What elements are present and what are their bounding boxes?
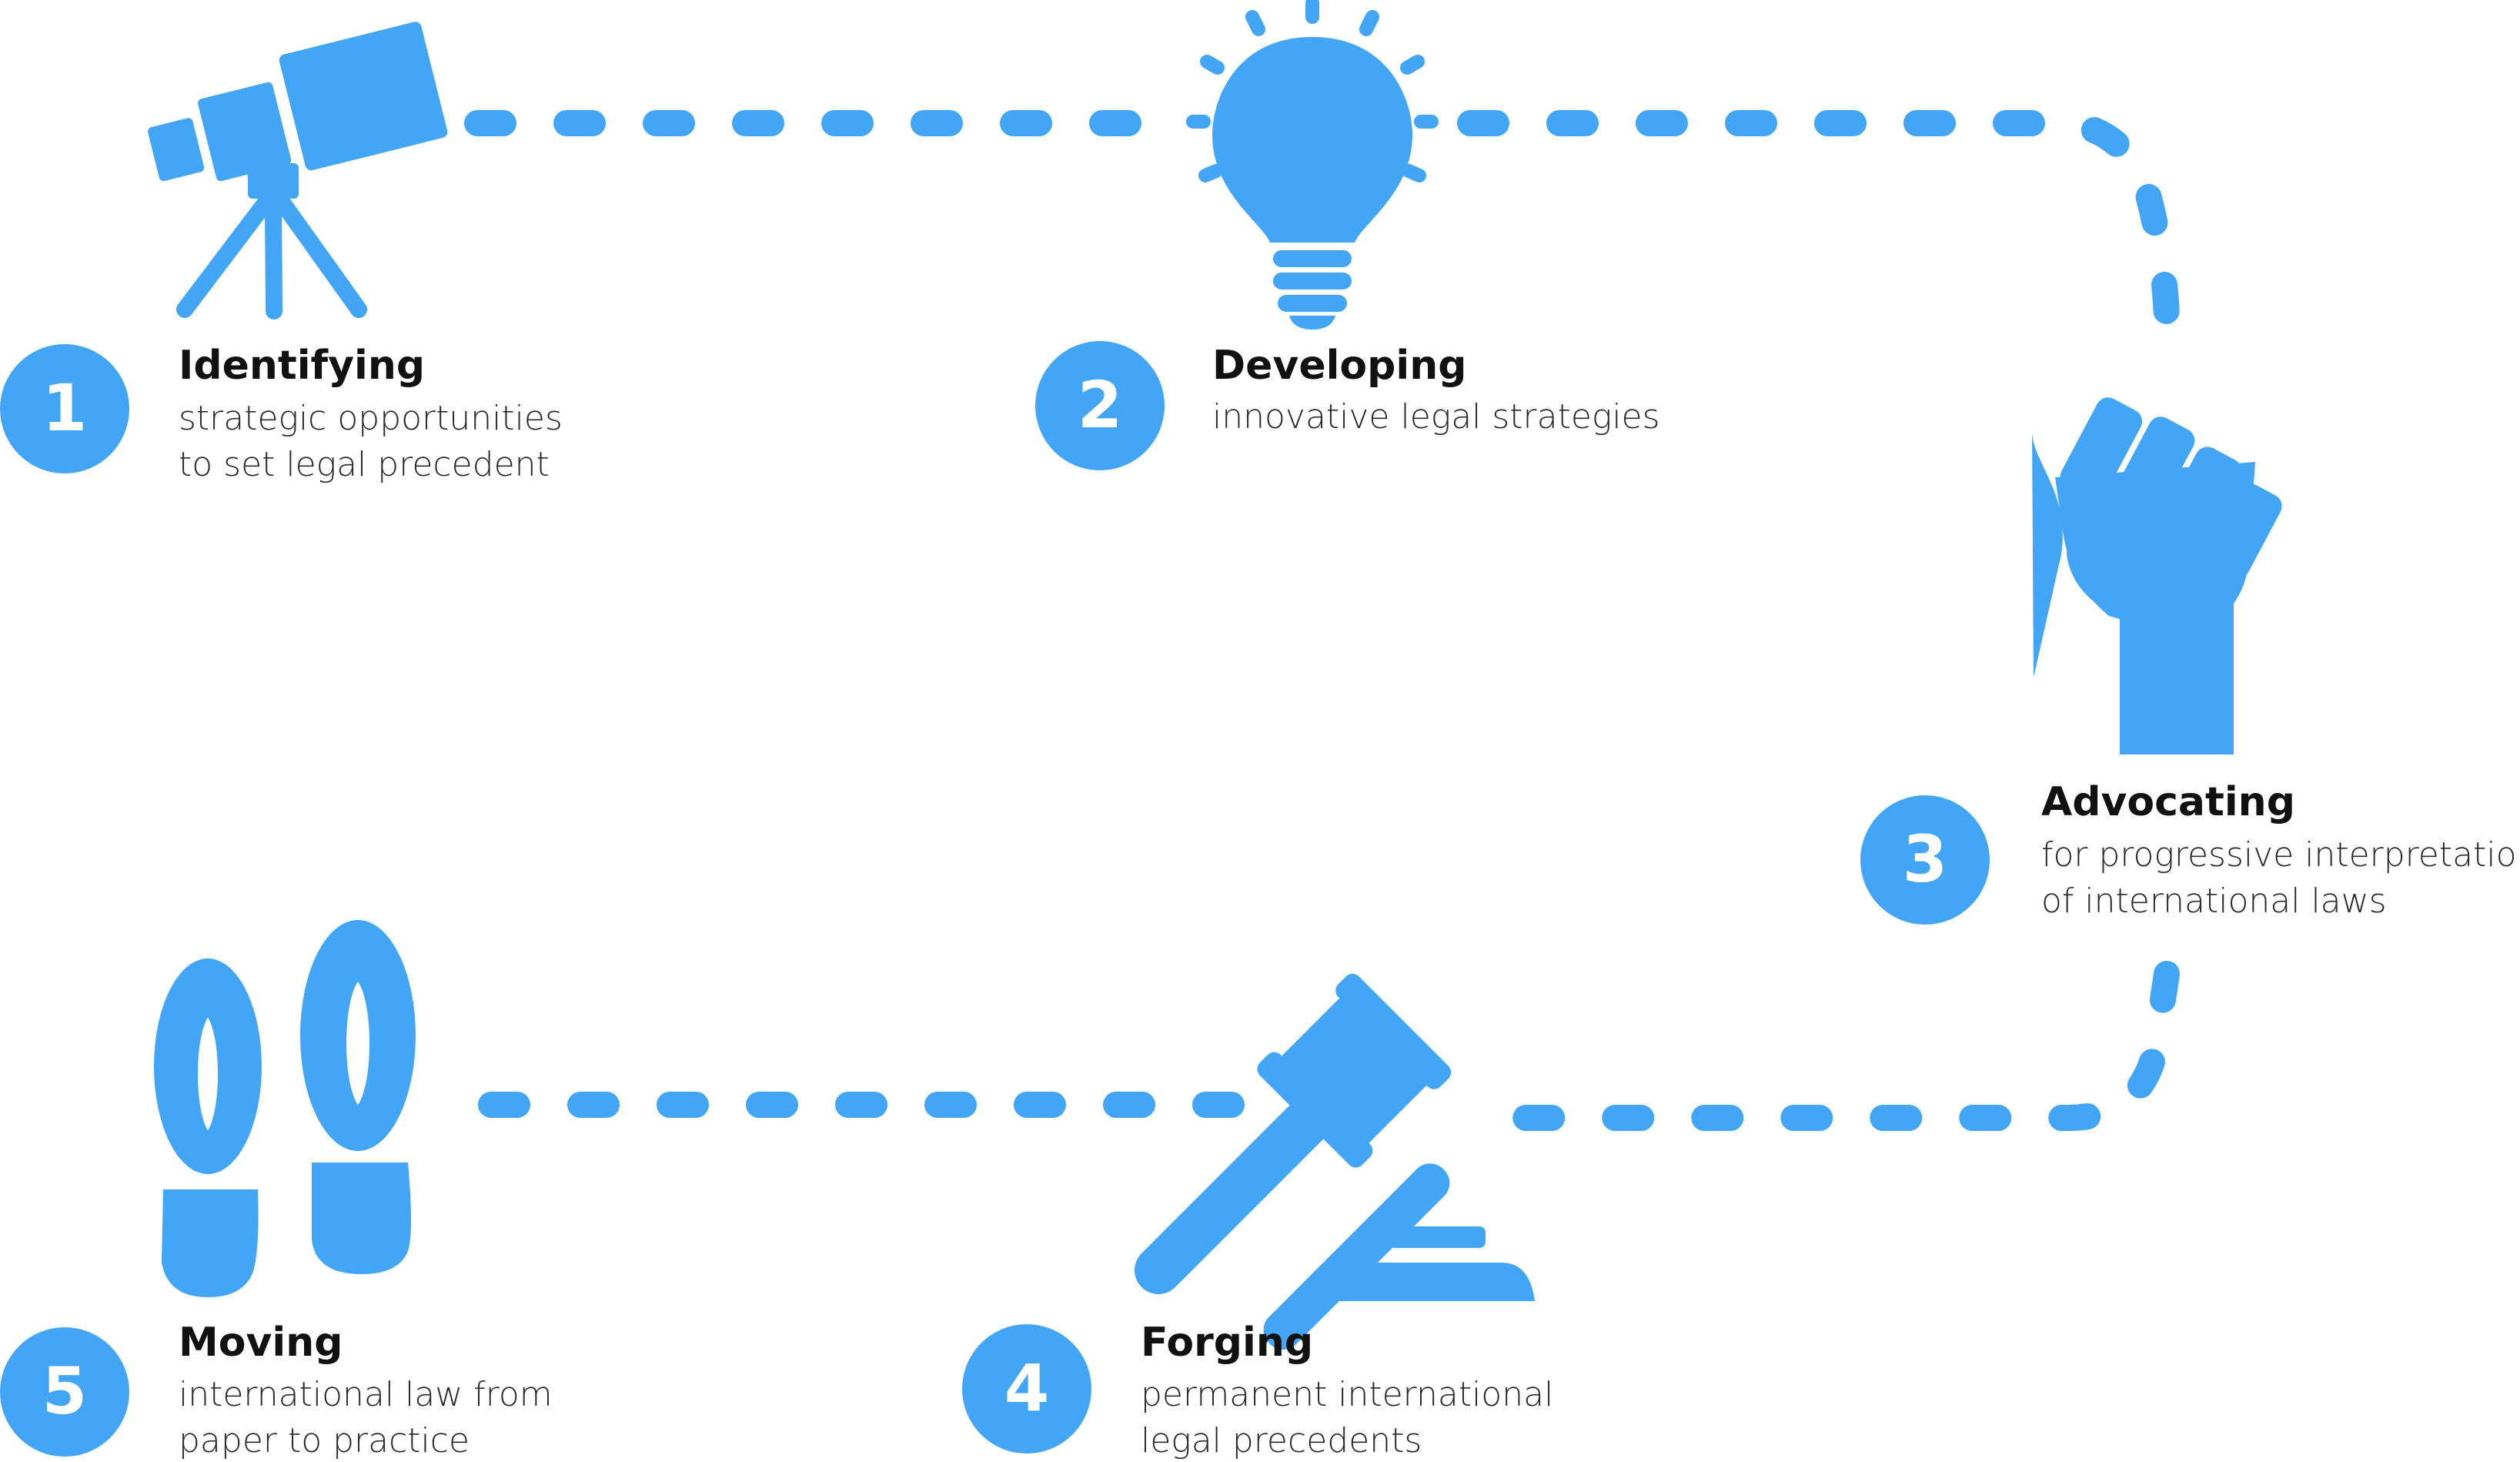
step-title-4: Forging [1141,1320,1314,1366]
step-desc-1: strategic opportunities to set legal pre… [179,396,563,488]
step-badge-5: 5 [0,1327,129,1457]
svg-text:2: 2 [1078,367,1122,443]
step-title-5: Moving [179,1320,343,1366]
step-desc-line: paper to practice [179,1421,470,1460]
dashed-connector-path [453,110,2181,1131]
step-desc-3: for progressive interpretation of intern… [2041,832,2520,925]
step-desc-line: to set legal precedent [179,445,550,484]
step-desc-5: international law from paper to practice [179,1372,553,1462]
lightbulb-icon [1186,0,1439,330]
step-badge-4: 4 [962,1324,1091,1454]
step-badge-3: 3 [1860,795,1990,925]
step-desc-line: innovative legal strategies [1212,397,1660,437]
step-title-2: Developing [1212,343,1467,389]
raised-fist-icon [2032,397,2282,754]
step-desc-4: permanent international legal precedents [1141,1372,1553,1462]
svg-text:5: 5 [42,1353,87,1429]
svg-text:4: 4 [1004,1350,1049,1426]
step-desc-line: strategic opportunities [179,399,563,438]
step-title-3: Advocating [2041,779,2295,825]
step-desc-line: legal precedents [1141,1421,1422,1460]
step-badge-1: 1 [0,344,129,473]
svg-text:1: 1 [42,370,87,446]
svg-text:3: 3 [1903,821,1947,897]
step-desc-line: of international laws [2041,882,2387,921]
step-desc-2: innovative legal strategies [1212,394,1660,440]
step-desc-line: international law from [179,1375,553,1414]
step-title-1: Identifying [179,343,426,389]
telescope-icon [148,22,448,319]
footprints-icon [154,920,416,1297]
gavel-icon [1135,973,1535,1350]
step-desc-line: for progressive interpretation [2041,835,2520,875]
step-desc-line: permanent international [1141,1375,1554,1414]
step-badge-2: 2 [1035,341,1165,470]
